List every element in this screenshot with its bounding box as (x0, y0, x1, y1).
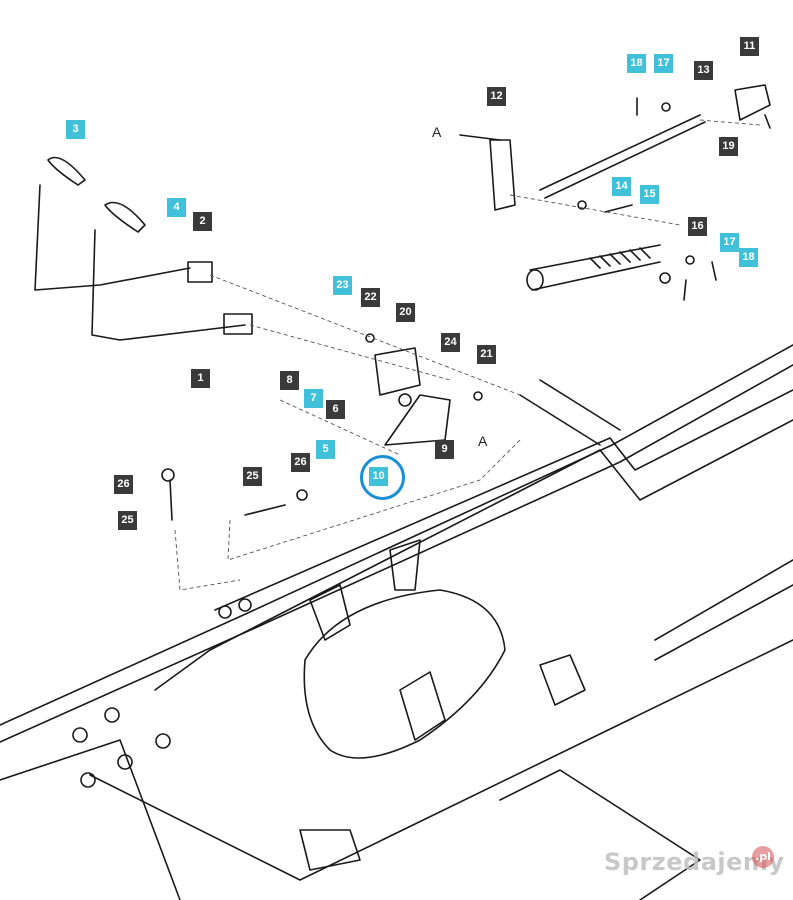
nut (155, 733, 171, 749)
callout-2: 2 (193, 212, 212, 231)
callout-26: 26 (291, 453, 310, 472)
bracket-3 (539, 654, 586, 706)
spring-coils (589, 247, 651, 269)
callout-21: 21 (477, 345, 496, 364)
frame-right-member (654, 559, 793, 661)
reference-letter-a-mid: A (478, 433, 488, 449)
bracket-1 (309, 584, 351, 641)
nut (117, 754, 133, 770)
nut (238, 598, 252, 612)
callout-6: 6 (326, 400, 345, 419)
washer-14 (577, 200, 587, 210)
fork-11 (734, 84, 771, 121)
frame-rail-mid (214, 389, 793, 611)
nut (80, 772, 96, 788)
callout-22: 22 (361, 288, 380, 307)
callout-11: 11 (740, 37, 759, 56)
bushing-21 (473, 391, 483, 401)
callout-17: 17 (720, 233, 739, 252)
callout-15: 15 (640, 185, 659, 204)
pin-a (459, 134, 501, 141)
callout-13: 13 (694, 61, 713, 80)
pin-18c (683, 279, 687, 301)
callout-26: 26 (114, 475, 133, 494)
pedal-plate-1 (223, 313, 253, 335)
guide-line (279, 399, 401, 456)
pedal-plate-2 (187, 261, 213, 283)
lever-12 (489, 139, 516, 211)
callout-16: 16 (688, 217, 707, 236)
pin-15 (604, 204, 633, 213)
washer-17b (685, 255, 695, 265)
spring-rod (529, 244, 661, 291)
guide-line (174, 529, 241, 591)
callout-24: 24 (441, 333, 460, 352)
frame-bottom-plate (89, 639, 793, 881)
callout-3: 3 (66, 120, 85, 139)
pedal-arm-left (34, 184, 191, 291)
pedal-arm-right (91, 229, 246, 341)
bracket-9 (384, 394, 451, 446)
bolt-25a (169, 479, 173, 521)
guide-line (509, 194, 681, 226)
frame-rail-upper (0, 344, 793, 726)
callout-7: 7 (304, 389, 323, 408)
callout-1: 1 (191, 369, 210, 388)
frame-cutout (303, 589, 506, 759)
reference-letter-a-top: A (432, 124, 442, 140)
callout-19: 19 (719, 137, 738, 156)
frame-side-plate (154, 419, 793, 691)
pin-19 (764, 114, 771, 129)
callout-20: 20 (396, 303, 415, 322)
callout-18: 18 (627, 54, 646, 73)
rod-end (526, 269, 544, 291)
nut-26b (296, 489, 308, 501)
plate-20 (374, 347, 421, 396)
frame-lower-right (499, 769, 701, 900)
spring-ring-24 (398, 393, 412, 407)
pedal-4 (104, 201, 146, 233)
guide-line (227, 439, 521, 561)
frame-crossmember (519, 379, 621, 446)
pin-18b (711, 261, 717, 281)
washer-22 (365, 333, 375, 343)
callout-8: 8 (280, 371, 299, 390)
bracket-5 (299, 829, 361, 871)
bracket-4 (389, 539, 421, 591)
pedal-3 (47, 156, 86, 186)
callout-18: 18 (739, 248, 758, 267)
callout-9: 9 (435, 440, 454, 459)
callout-12: 12 (487, 87, 506, 106)
callout-5: 5 (316, 440, 335, 459)
washer-16b (659, 272, 671, 284)
callout-4: 4 (167, 198, 186, 217)
guide-line (699, 119, 761, 126)
callout-23: 23 (333, 276, 352, 295)
bolt-25b (244, 504, 286, 516)
washer-17 (661, 102, 671, 112)
nut (104, 707, 120, 723)
callout-14: 14 (612, 177, 631, 196)
link-rod-13 (539, 114, 706, 199)
bracket-2 (399, 671, 446, 741)
highlight-ring-part-10 (360, 455, 405, 500)
nut (72, 727, 88, 743)
callout-25: 25 (243, 467, 262, 486)
frame-bottom-edge (0, 739, 181, 900)
frame-rail-lower (0, 364, 793, 743)
callout-17: 17 (654, 54, 673, 73)
nut-26 (161, 468, 175, 482)
watermark-badge: .pl (752, 846, 774, 868)
callout-25: 25 (118, 511, 137, 530)
nut (218, 605, 232, 619)
